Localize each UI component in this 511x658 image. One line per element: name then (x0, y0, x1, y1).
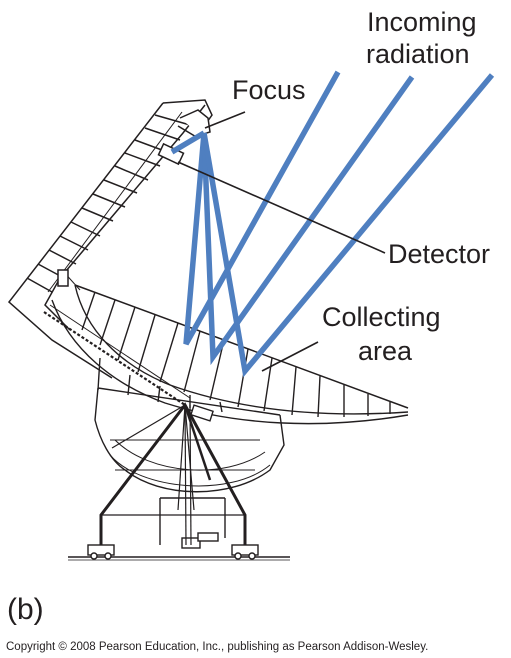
elevation-wheel (94, 387, 285, 493)
ray-middle (201, 75, 415, 366)
ray-left (183, 70, 341, 346)
detector-label: Detector (388, 239, 490, 269)
dish-reflector (51, 284, 409, 425)
incoming-radiation-label-line2: radiation (366, 39, 470, 69)
mount-legs (99, 402, 247, 546)
copyright-text: Copyright © 2008 Pearson Education, Inc.… (6, 641, 428, 653)
ray-right (201, 73, 495, 378)
focus-label: Focus (232, 75, 306, 105)
collecting-area-label-line1: Collecting (322, 302, 441, 332)
incoming-radiation-label-line1: Incoming (367, 7, 477, 37)
feed-support-arm (7, 99, 213, 406)
collecting-area-label-line2: area (358, 336, 413, 366)
radiation-rays (170, 70, 495, 378)
leader-lines (177, 111, 386, 372)
focus-leader (204, 111, 246, 129)
detector-leader (177, 161, 386, 254)
panel-label: (b) (7, 593, 44, 626)
collecting-area-leader (261, 341, 319, 372)
ray-to-detector (170, 130, 206, 155)
